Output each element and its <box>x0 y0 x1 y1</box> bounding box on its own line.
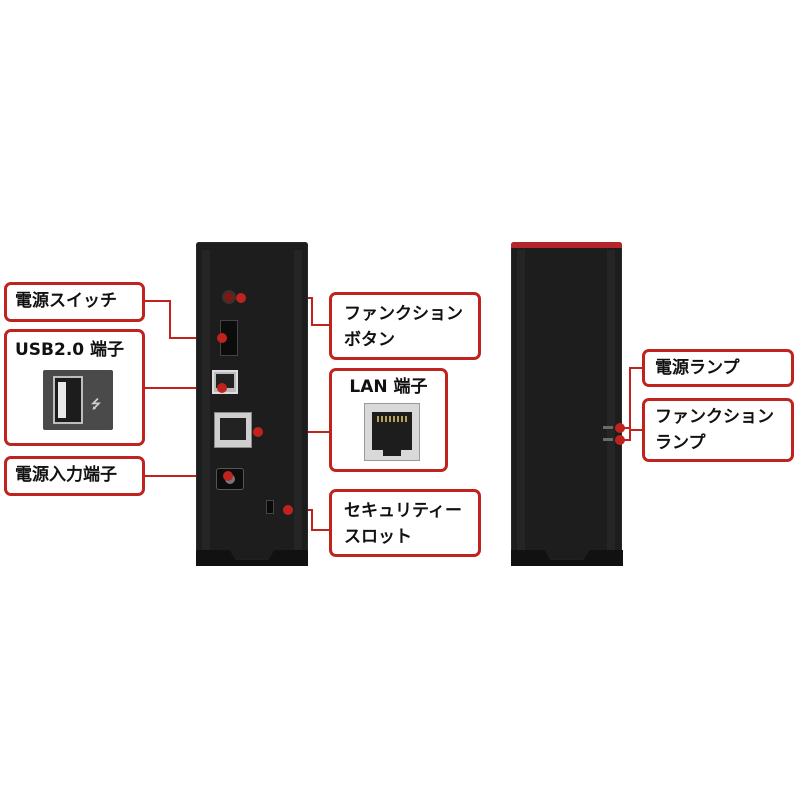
lan-port-closeup <box>364 403 420 461</box>
dot-function-button <box>236 293 246 303</box>
lan-pins <box>377 416 407 422</box>
dot-power-input <box>223 471 233 481</box>
callout-label-line2: ランプ <box>655 433 706 453</box>
side-rib <box>294 250 302 550</box>
usb-tongue <box>58 382 66 418</box>
callout-label-line1: ファンクション <box>655 407 774 427</box>
device-front-view <box>511 242 623 566</box>
dot-power-lamp <box>615 423 625 433</box>
usb-trident-icon: ⭍ <box>91 397 101 411</box>
callout-label-line2: ボタン <box>344 330 395 350</box>
front-top-stripe <box>511 242 622 248</box>
side-rib <box>517 250 525 550</box>
callout-label-line1: セキュリティー <box>344 501 462 521</box>
callout-label: USB2.0 端子 <box>15 340 125 360</box>
security-slot <box>266 500 274 514</box>
callout-security-slot: セキュリティー スロット <box>329 489 481 557</box>
callout-function-button: ファンクション ボタン <box>329 292 481 360</box>
callout-label-line1: ファンクション <box>344 304 463 324</box>
dot-lan <box>253 427 263 437</box>
callout-power-input: 電源入力端子 <box>4 456 145 496</box>
power-lamp <box>603 426 613 429</box>
callout-function-lamp: ファンクション ランプ <box>642 398 794 462</box>
callout-label: 電源スイッチ <box>15 291 117 311</box>
dot-function-lamp <box>615 435 625 445</box>
callout-lan-port: LAN 端子 <box>329 368 448 472</box>
callout-power-lamp: 電源ランプ <box>642 349 794 387</box>
lan-port-opening <box>220 418 246 440</box>
lan-notch <box>383 450 401 456</box>
dot-usb <box>217 383 227 393</box>
side-rib <box>607 250 615 550</box>
device-foot <box>196 550 308 566</box>
callout-label-line2: スロット <box>344 527 412 547</box>
dot-power-switch <box>217 333 227 343</box>
callout-label: LAN 端子 <box>349 377 428 397</box>
device-foot <box>511 550 623 566</box>
function-lamp <box>603 438 613 441</box>
function-button <box>222 290 236 304</box>
callout-power-switch: 電源スイッチ <box>4 282 145 322</box>
callout-usb-port: USB2.0 端子 ⭍ <box>4 329 145 446</box>
callout-label: 電源ランプ <box>655 358 740 378</box>
dot-security <box>283 505 293 515</box>
usb-port-closeup: ⭍ <box>43 370 113 430</box>
side-rib <box>202 250 210 550</box>
callout-label: 電源入力端子 <box>15 465 117 485</box>
